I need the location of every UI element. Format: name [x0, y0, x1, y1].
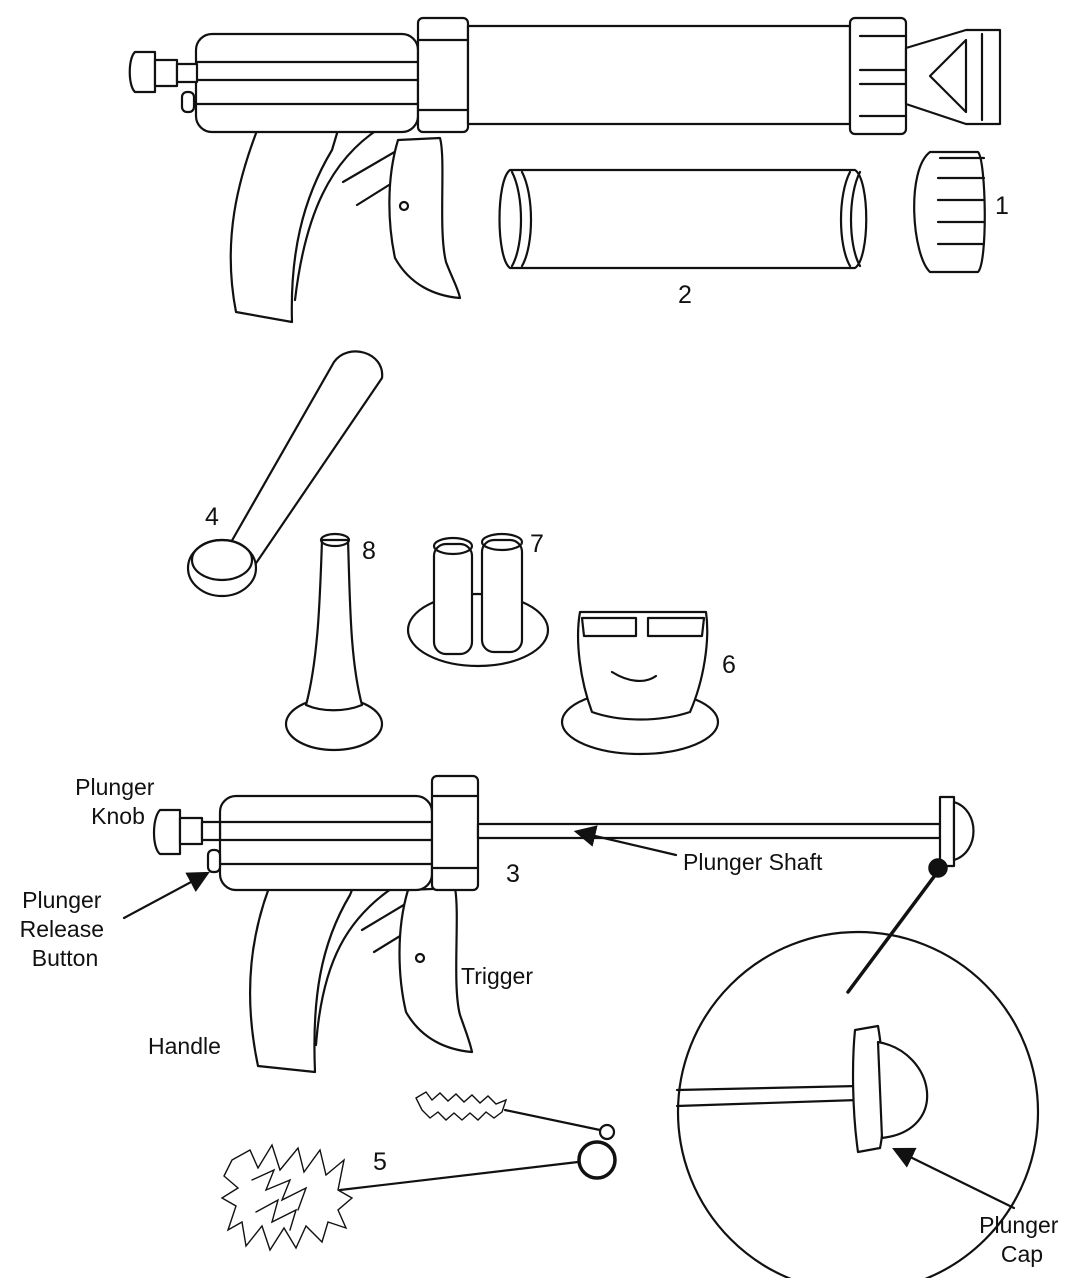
- plunger-shaft: [476, 822, 942, 840]
- part-1-cap: [913, 150, 986, 274]
- plunger-cap-detail-zoom: [675, 858, 1040, 1278]
- label-trigger: Trigger: [461, 963, 533, 989]
- label-plunger-knob: Plunger Knob: [75, 774, 161, 829]
- part-7-twin-tubes: [406, 532, 550, 668]
- part-number-4: 4: [205, 503, 219, 531]
- part-number-7: 7: [530, 530, 544, 558]
- part-6-wide-nozzle: [560, 610, 720, 756]
- assembled-handle-grip: [229, 126, 340, 324]
- label-handle: Handle: [148, 1033, 221, 1059]
- plunger-cap-small: [938, 795, 956, 868]
- label-plunger-cap: Plunger Cap: [979, 1212, 1065, 1267]
- part-5-cleaning-brushes: [220, 1091, 617, 1252]
- assembled-trigger: [388, 136, 462, 300]
- assembled-stuffer-gun: [128, 16, 1002, 324]
- assembled-barrel: [466, 24, 852, 126]
- plunger-cap-arrow: [892, 1147, 1016, 1210]
- callout-arrows: [122, 825, 1016, 1210]
- assembled-body: [194, 32, 420, 134]
- part-number-5: 5: [373, 1148, 387, 1176]
- plunger-release-arrow: [122, 871, 210, 920]
- assembled-plunger-knob: [128, 50, 157, 94]
- part-number-8: 8: [362, 537, 376, 565]
- part-number-2: 2: [678, 281, 692, 309]
- part-number-1: 1: [995, 192, 1009, 220]
- plunger-shaft-arrow: [573, 825, 678, 857]
- label-plunger-release-button: Plunger Release Button: [20, 887, 111, 971]
- part-number-3: 3: [506, 860, 520, 888]
- part-number-6: 6: [722, 651, 736, 679]
- label-plunger-shaft: Plunger Shaft: [683, 849, 823, 875]
- assembled-nozzle: [904, 28, 1002, 126]
- part-4-tamper: [186, 350, 384, 598]
- part-2-sausage-tube: [498, 168, 868, 270]
- part-8-funnel-narrow: [284, 532, 384, 752]
- part-3-stuffer-gun: [152, 774, 975, 1074]
